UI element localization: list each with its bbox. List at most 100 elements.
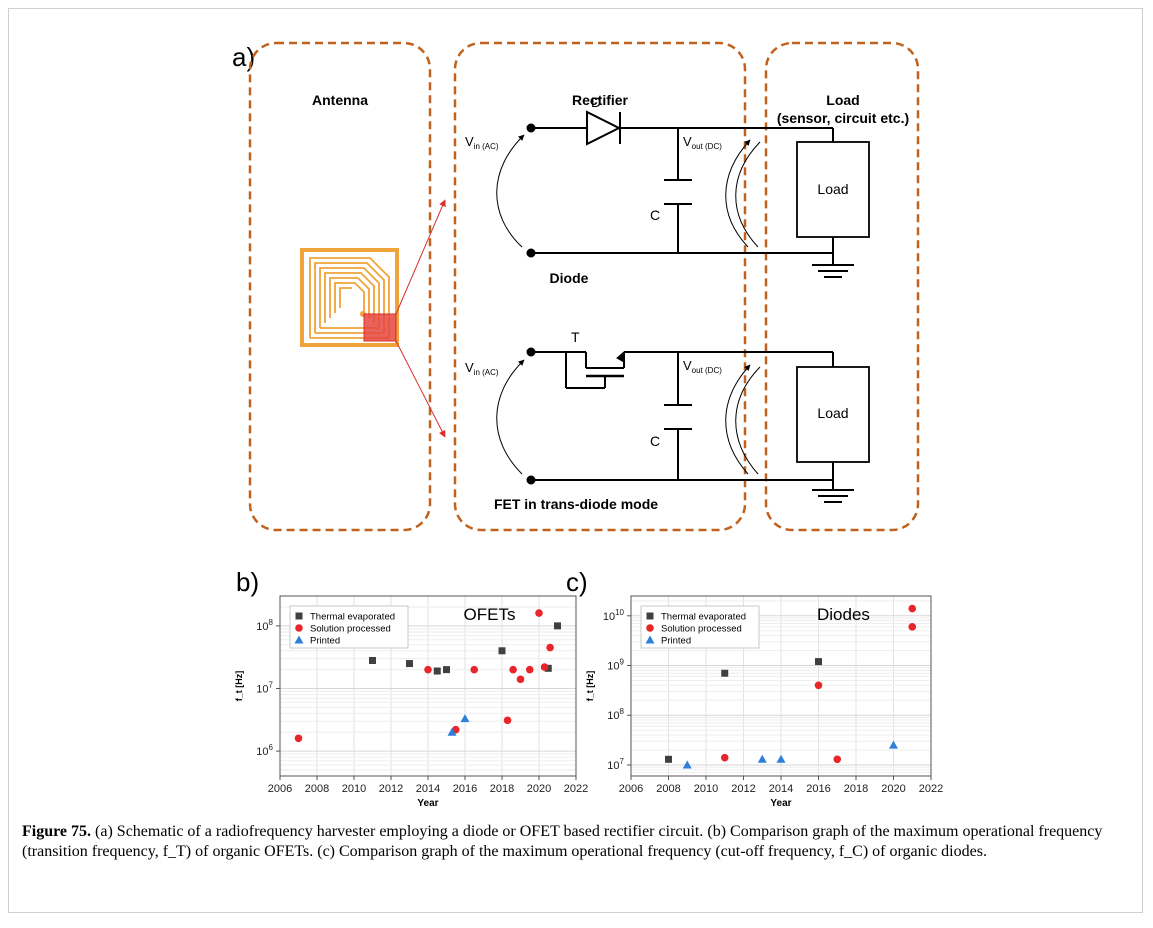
legend-marker xyxy=(295,624,303,632)
legend-marker xyxy=(646,612,654,620)
load-box-2-label: Load xyxy=(817,405,848,421)
data-point-square xyxy=(498,647,506,655)
x-tick-label: 2008 xyxy=(305,783,329,795)
panel-c-label: c) xyxy=(566,567,588,597)
legend-marker xyxy=(646,624,654,632)
chart-title: Diodes xyxy=(817,605,870,624)
diode-caption: Diode xyxy=(550,270,589,286)
data-point-circle xyxy=(833,755,842,764)
x-tick-label: 2006 xyxy=(268,783,292,795)
vout-arrow-2 xyxy=(725,364,751,475)
x-tick-label: 2018 xyxy=(844,783,868,795)
data-point-triangle xyxy=(757,754,767,763)
y-tick-label: 108 xyxy=(256,618,273,633)
legend-label: Thermal evaporated xyxy=(661,612,746,623)
data-point-triangle xyxy=(682,760,692,769)
y-axis-label: f_t [Hz] xyxy=(234,671,244,702)
y-axis-label: f_t [Hz] xyxy=(585,671,595,702)
x-tick-label: 2022 xyxy=(564,783,588,795)
load-box-1-label: Load xyxy=(817,181,848,197)
data-point-circle xyxy=(516,675,525,684)
data-point-circle xyxy=(535,609,543,617)
y-tick-label: 106 xyxy=(256,743,273,758)
x-tick-label: 2014 xyxy=(416,783,440,795)
x-tick-label: 2020 xyxy=(527,783,551,795)
vout-label-1: Vout (DC) xyxy=(683,134,722,151)
figure-svg: a) b) c) Antenna Rectifier Load (sensor,… xyxy=(232,41,943,809)
data-point-circle xyxy=(294,734,303,743)
panel-b-label: b) xyxy=(236,567,259,597)
transistor-symbol-icon xyxy=(565,350,625,389)
capacitor-label-1: C xyxy=(650,207,660,223)
load-block xyxy=(764,41,920,532)
x-tick-label: 2006 xyxy=(619,783,643,795)
vout-arrow-1b xyxy=(735,141,761,248)
y-tick-label: 1010 xyxy=(603,608,625,623)
x-axis-label: Year xyxy=(770,798,791,809)
x-tick-label: 2014 xyxy=(769,783,793,795)
y-tick-label: 107 xyxy=(256,680,273,695)
load-block-title: Load xyxy=(826,92,859,108)
data-point-circle xyxy=(546,643,554,652)
zoom-arrow-bottom xyxy=(395,340,446,438)
data-point-square xyxy=(665,755,672,763)
data-point-triangle xyxy=(776,754,786,763)
diode-label: D xyxy=(591,94,601,110)
data-point-circle xyxy=(814,681,823,690)
data-point-circle xyxy=(503,716,512,725)
x-tick-label: 2010 xyxy=(694,783,718,795)
caption-text: (a) Schematic of a radiofrequency harves… xyxy=(22,823,1103,860)
zoom-arrow-top xyxy=(395,199,446,315)
fet-caption: FET in trans-diode mode xyxy=(494,496,658,512)
data-point-square xyxy=(721,669,729,677)
data-point-square xyxy=(433,667,441,675)
x-tick-label: 2008 xyxy=(656,783,680,795)
antenna-chip-icon xyxy=(363,313,397,342)
data-point-triangle xyxy=(447,727,457,736)
x-tick-label: 2012 xyxy=(731,783,755,795)
vin-label-2: Vin (AC) xyxy=(465,360,499,377)
y-tick-label: 109 xyxy=(607,658,624,673)
data-point-circle xyxy=(525,665,534,674)
vout-label-2: Vout (DC) xyxy=(683,358,722,375)
data-point-triangle xyxy=(460,714,470,723)
antenna-block xyxy=(248,41,432,532)
vin-arrow-2 xyxy=(496,359,525,475)
data-point-triangle xyxy=(889,740,898,749)
diode-symbol-icon xyxy=(586,110,622,146)
vin-arrow-1 xyxy=(496,134,525,248)
rectifier-block xyxy=(453,41,747,532)
transistor-label: T xyxy=(571,329,580,345)
data-point-square xyxy=(443,666,450,674)
data-point-square xyxy=(544,664,552,672)
legend-label: Solution processed xyxy=(310,624,391,635)
data-point-circle xyxy=(470,665,479,674)
data-point-square xyxy=(554,622,561,630)
legend-marker xyxy=(294,635,304,644)
figure-frame xyxy=(8,8,1143,913)
x-tick-label: 2018 xyxy=(490,783,514,795)
legend-label: Solution processed xyxy=(661,624,742,635)
x-tick-label: 2022 xyxy=(919,783,943,795)
legend-label: Thermal evaporated xyxy=(310,612,395,623)
data-point-circle xyxy=(908,623,917,631)
rectifier-title: Rectifier xyxy=(572,92,629,108)
panel-a-label: a) xyxy=(232,42,255,72)
vout-arrow-1 xyxy=(725,139,751,248)
x-axis-label: Year xyxy=(417,798,438,809)
x-tick-label: 2010 xyxy=(342,783,366,795)
x-tick-label: 2016 xyxy=(806,783,830,795)
capacitor-label-2: C xyxy=(650,433,660,449)
y-tick-label: 107 xyxy=(607,757,624,772)
data-point-circle xyxy=(540,663,549,671)
data-point-circle xyxy=(509,665,517,674)
legend-marker xyxy=(645,635,655,644)
antenna-title: Antenna xyxy=(312,92,368,108)
data-point-circle xyxy=(720,753,729,762)
figure-caption: Figure 75. (a) Schematic of a radiofrequ… xyxy=(22,822,1132,862)
y-tick-label: 108 xyxy=(607,707,624,722)
legend-label: Printed xyxy=(661,636,691,647)
diode-circuit xyxy=(526,110,870,278)
x-tick-label: 2012 xyxy=(379,783,403,795)
